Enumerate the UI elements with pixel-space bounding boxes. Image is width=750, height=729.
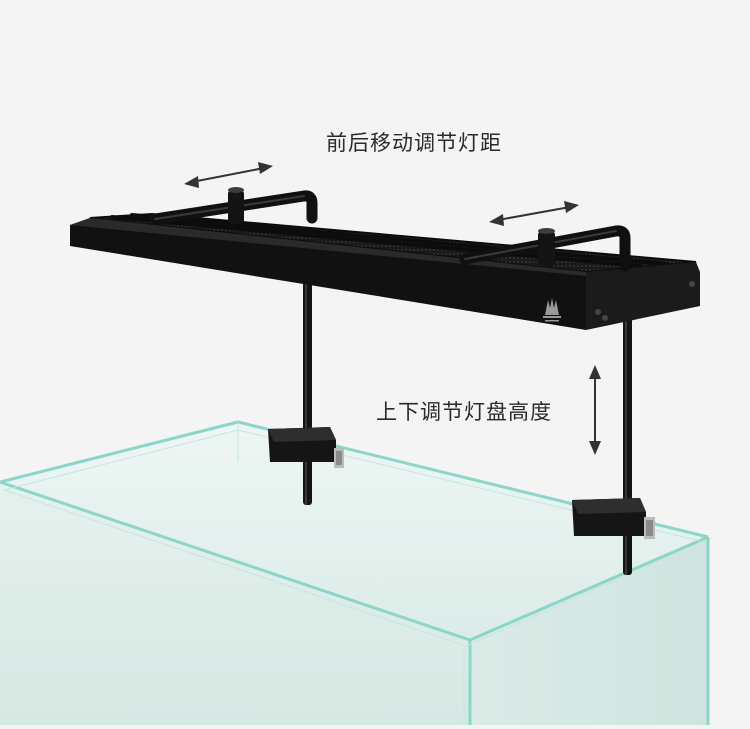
left-tank-clamp <box>268 427 344 468</box>
tank-front-face <box>0 482 470 725</box>
left-adjustable-arm <box>149 187 318 225</box>
left-support-rod <box>303 270 312 505</box>
tank-top-opening <box>0 422 708 640</box>
height-adjust-caption: 上下调节灯盘高度 <box>376 400 552 424</box>
tank-side-face <box>470 537 708 725</box>
front-back-adjust-caption: 前后移动调节灯距 <box>326 131 502 155</box>
panel-front-edge <box>70 218 586 330</box>
double-arrow-vertical-icon <box>589 365 601 455</box>
double-arrow-horizontal-icon-2 <box>489 201 579 226</box>
brand-logo-icon <box>543 298 561 322</box>
double-arrow-horizontal-icon <box>184 162 273 188</box>
glass-aquarium <box>0 420 710 725</box>
right-adjustable-arm <box>459 225 631 272</box>
right-tank-clamp <box>572 498 655 539</box>
